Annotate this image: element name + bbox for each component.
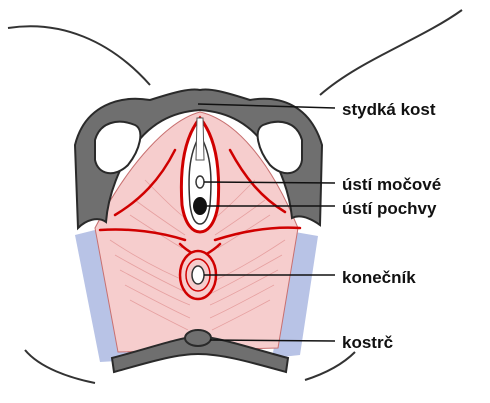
body-contour-bottom-right (305, 352, 355, 380)
label-rectum: konečník (342, 268, 416, 287)
coccyx-tip (185, 330, 211, 346)
vaginal-opening (193, 197, 207, 215)
leader-coccyx (210, 340, 335, 341)
label-coccyx: kostrč (342, 333, 393, 352)
clitoral-strip (196, 118, 204, 160)
urethral-opening (196, 176, 204, 188)
body-contour-top-right (320, 10, 462, 95)
body-contour-bottom-left (25, 350, 95, 383)
label-vaginal-opening: ústí pochvy (342, 199, 437, 218)
label-pubic-bone: stydká kost (342, 100, 436, 119)
label-urethral-opening: ústí močové (342, 175, 441, 194)
body-contour-top-left (8, 26, 150, 85)
leader-urethral-opening (204, 182, 335, 183)
